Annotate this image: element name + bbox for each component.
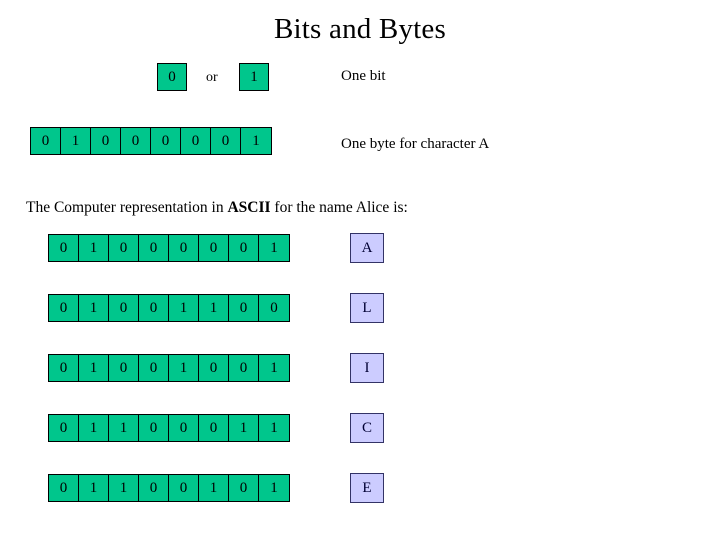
bit-cell: 0 — [229, 295, 259, 321]
bit-cell: 0 — [139, 235, 169, 261]
ascii-sentence: The Computer representation in ASCII for… — [26, 199, 408, 217]
bit-cell: 1 — [61, 128, 91, 154]
bit-cell: 0 — [109, 235, 139, 261]
bit-cell: 1 — [259, 415, 289, 441]
bit-cell: 0 — [49, 415, 79, 441]
bit-cell: 0 — [31, 128, 61, 154]
bit-cell: 0 — [181, 128, 211, 154]
bit-cell: 0 — [49, 355, 79, 381]
letter-box: A — [350, 233, 384, 263]
bit-cell: 0 — [211, 128, 241, 154]
bit-cell: 0 — [199, 355, 229, 381]
bit-cell: 1 — [259, 355, 289, 381]
bit-box-zero: 0 — [157, 63, 187, 91]
bit-cell: 1 — [109, 475, 139, 501]
bit-cell: 0 — [229, 475, 259, 501]
or-label: or — [206, 70, 218, 85]
one-byte-caption: One byte for character A — [341, 136, 490, 152]
bit-cell: 1 — [169, 355, 199, 381]
bit-cell: 1 — [79, 475, 109, 501]
bit-cell: 1 — [79, 355, 109, 381]
letter-box: I — [350, 353, 384, 383]
bit-cell: 0 — [151, 128, 181, 154]
bit-cell: 0 — [169, 415, 199, 441]
ascii-sentence-part2: for the name Alice is: — [270, 199, 408, 216]
bit-cell: 1 — [199, 295, 229, 321]
letter-box: L — [350, 293, 384, 323]
bit-cell: 1 — [259, 475, 289, 501]
one-bit-caption: One bit — [341, 68, 386, 84]
bit-cell: 0 — [139, 295, 169, 321]
letter-box: C — [350, 413, 384, 443]
ascii-sentence-emphasis: ASCII — [227, 199, 271, 216]
bit-cell: 1 — [109, 415, 139, 441]
bit-box-one: 1 — [239, 63, 269, 91]
bit-cell: 1 — [199, 475, 229, 501]
bit-cell: 0 — [169, 475, 199, 501]
bit-cell: 0 — [229, 235, 259, 261]
bit-cell: 0 — [139, 355, 169, 381]
bit-value: 1 — [250, 68, 258, 85]
bit-cell: 1 — [79, 415, 109, 441]
bit-cell: 0 — [121, 128, 151, 154]
bit-cell: 1 — [169, 295, 199, 321]
bit-cell: 1 — [229, 415, 259, 441]
bit-cell: 0 — [109, 295, 139, 321]
bit-cell: 0 — [49, 235, 79, 261]
bit-cell: 0 — [139, 415, 169, 441]
bit-cell: 0 — [109, 355, 139, 381]
bit-cell: 1 — [79, 235, 109, 261]
bit-cell: 0 — [199, 415, 229, 441]
bit-cell: 0 — [259, 295, 289, 321]
bit-cell: 1 — [259, 235, 289, 261]
letter-box: E — [350, 473, 384, 503]
ascii-sentence-part1: The Computer representation in — [26, 199, 228, 216]
bit-cell: 0 — [139, 475, 169, 501]
bit-value: 0 — [168, 68, 176, 85]
bit-cell: 0 — [91, 128, 121, 154]
bit-cell: 0 — [169, 235, 199, 261]
bit-cell: 1 — [241, 128, 271, 154]
bit-cell: 0 — [199, 235, 229, 261]
bit-cell: 0 — [49, 295, 79, 321]
bit-cell: 0 — [229, 355, 259, 381]
bit-cell: 1 — [79, 295, 109, 321]
page-title: Bits and Bytes — [274, 13, 446, 45]
bit-cell: 0 — [49, 475, 79, 501]
